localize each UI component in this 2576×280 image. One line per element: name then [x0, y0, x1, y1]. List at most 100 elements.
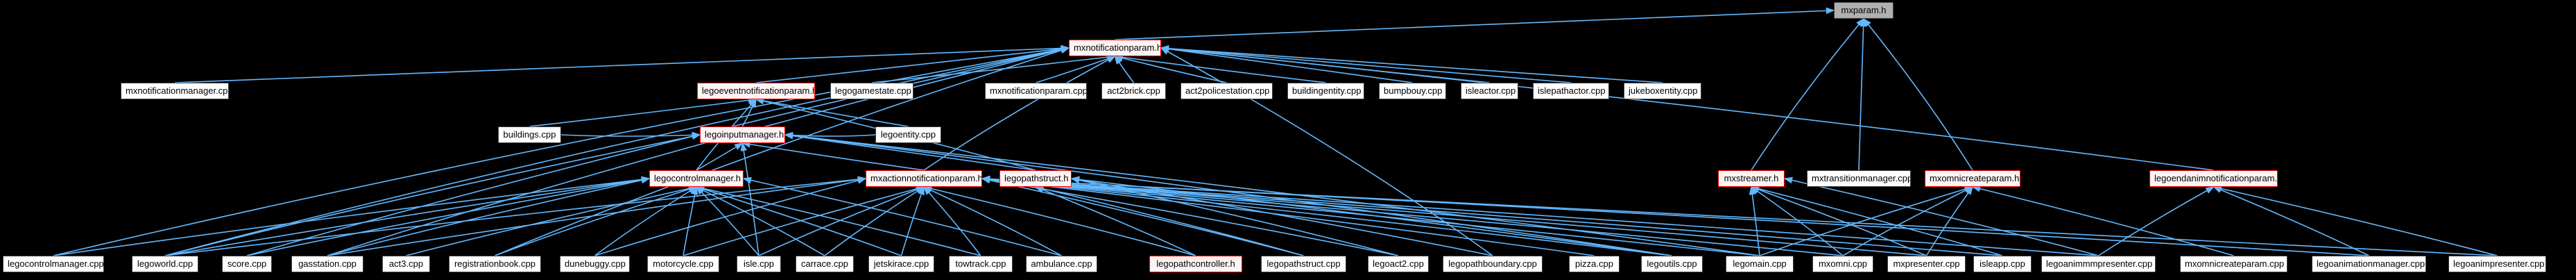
graph-node-gasstation-cpp[interactable]: gasstation.cpp — [291, 256, 363, 272]
graph-node-act3-cpp[interactable]: act3.cpp — [382, 256, 430, 272]
graph-node-mxnotificationparam-h[interactable]: mxnotificationparam.h — [1069, 40, 1161, 56]
graph-edge — [327, 176, 867, 256]
graph-edge — [164, 133, 701, 256]
graph-edge — [164, 176, 867, 256]
graph-edge — [922, 186, 1062, 256]
graph-node-score-cpp[interactable]: score.cpp — [222, 256, 272, 272]
graph-node-legoworld-cpp[interactable]: legoworld.cpp — [132, 256, 198, 272]
graph-edge — [1070, 176, 1672, 256]
graph-node-mxactionnotificationparam-h[interactable]: mxactionnotificationparam.h — [866, 170, 982, 187]
graph-edge — [741, 98, 757, 127]
graph-edge — [327, 47, 1070, 256]
graph-edge — [981, 176, 1844, 256]
graph-node-buildings-cpp[interactable]: buildings.cpp — [498, 126, 561, 143]
graph-edge — [1842, 186, 1974, 256]
graph-edge — [1160, 45, 2214, 171]
graph-edge — [922, 185, 1196, 256]
graph-edge — [1070, 176, 1493, 256]
graph-node-legopathboundary-cpp[interactable]: legopathboundary.cpp — [1443, 256, 1543, 272]
graph-edge — [1783, 176, 2099, 256]
graph-node-legoendanimnotificationparam-h[interactable]: legoendanimnotificationparam.h — [2149, 170, 2278, 187]
graph-edge — [1749, 186, 1760, 256]
graph-node-mxomni-cpp[interactable]: mxomni.cpp — [1812, 256, 1873, 272]
graph-node-registrationbook-cpp[interactable]: registrationbook.cpp — [449, 256, 541, 272]
graph-node-carrace-cpp[interactable]: carrace.cpp — [796, 256, 854, 272]
graph-edge — [981, 175, 2099, 256]
graph-node-isleactor-cpp[interactable]: isleactor.cpp — [1461, 83, 1518, 99]
graph-edge — [594, 177, 867, 256]
graph-edge — [594, 186, 698, 256]
graph-edge — [981, 176, 1760, 256]
graph-node-buildingentity-cpp[interactable]: buildingentity.cpp — [1287, 83, 1364, 99]
graph-node-jukeboxentity-cpp[interactable]: jukeboxentity.cpp — [1624, 83, 1701, 99]
graph-edge — [981, 176, 1927, 256]
graph-node-legoinputmanager-h[interactable]: legoinputmanager.h — [700, 126, 785, 143]
graph-edge — [1925, 186, 1973, 256]
graph-edge — [695, 185, 981, 256]
graph-node-legoutils-cpp[interactable]: legoutils.cpp — [1641, 256, 1703, 272]
graph-edge — [1862, 17, 1973, 171]
graph-node-legoentity-cpp[interactable]: legoentity.cpp — [875, 126, 941, 143]
graph-node-legoanimationmanager-cpp[interactable]: legoanimationmanager.cpp — [2312, 256, 2426, 272]
graph-node-mxpresenter-cpp[interactable]: mxpresenter.cpp — [1887, 256, 1966, 272]
graph-edge — [682, 186, 925, 256]
graph-edge — [2098, 186, 2215, 256]
graph-edge — [406, 185, 698, 256]
graph-node-legopathstruct-h[interactable]: legopathstruct.h — [999, 170, 1072, 187]
graph-node-mxnotificationmanager-cpp[interactable]: mxnotificationmanager.cpp — [121, 83, 229, 99]
graph-edge — [1971, 186, 2234, 256]
graph-edge — [755, 45, 1070, 83]
graph-node-towtrack-cpp[interactable]: towtrack.cpp — [949, 256, 1013, 272]
graph-node-legocontrolmanager-h[interactable]: legocontrolmanager.h — [649, 170, 744, 187]
graph-edge — [1034, 185, 1304, 256]
graph-node-mxomnicreateparam-h[interactable]: mxomnicreateparam.h — [1925, 170, 2020, 187]
graph-node-isleapp-cpp[interactable]: isleapp.cpp — [1973, 256, 2032, 272]
graph-node-mxparam-h[interactable]: mxparam.h — [1834, 2, 1894, 19]
graph-edge — [695, 186, 759, 256]
graph-node-motorcycle-cpp[interactable]: motorcycle.cpp — [647, 256, 719, 272]
graph-edge — [1160, 44, 1663, 83]
graph-node-legopathcontroller-h[interactable]: legopathcontroller.h — [1149, 256, 1242, 272]
graph-edge — [741, 140, 925, 171]
graph-node-legoeventnotificationparam-h[interactable]: legoeventnotificationparam.h — [697, 83, 815, 99]
graph-node-ambulance-cpp[interactable]: ambulance.cpp — [1026, 256, 1097, 272]
graph-edge — [695, 186, 902, 256]
graph-edge — [981, 176, 1672, 256]
graph-node-legoanimpresenter-cpp[interactable]: legoanimpresenter.cpp — [2448, 256, 2546, 272]
graph-node-legogamestate-cpp[interactable]: legogamestate.cpp — [830, 83, 913, 99]
graph-node-islepathactor-cpp[interactable]: islepathactor.cpp — [1533, 83, 1609, 99]
graph-edge — [981, 175, 2498, 256]
graph-edge — [2212, 185, 2498, 256]
graph-node-bumpbouy-cpp[interactable]: bumpbouy.cpp — [1379, 83, 1446, 99]
graph-edge — [784, 132, 1760, 256]
graph-node-legoanimmmpresenter-cpp[interactable]: legoanimmmpresenter.cpp — [2041, 256, 2156, 272]
graph-edge — [1070, 176, 1399, 256]
graph-node-act2policestation-cpp[interactable]: act2policestation.cpp — [1180, 83, 1273, 99]
graph-edge — [529, 97, 757, 127]
graph-node-legoact2-cpp[interactable]: legoact2.cpp — [1368, 256, 1429, 272]
graph-edge — [981, 175, 2369, 256]
graph-node-mxomnicreateparam-cpp[interactable]: mxomnicreateparam.cpp — [2180, 256, 2287, 272]
graph-edge — [1160, 45, 1572, 83]
graph-node-mxnotificationparam-cpp[interactable]: mxnotificationparam.cpp — [985, 83, 1087, 99]
graph-node-legomain-cpp[interactable]: legomain.cpp — [1726, 256, 1794, 272]
graph-edge — [1751, 17, 1865, 171]
graph-node-act2brick-cpp[interactable]: act2brick.cpp — [1101, 83, 1166, 99]
graph-edge — [742, 176, 1062, 256]
graph-edge — [2213, 186, 2369, 256]
graph-edge — [164, 176, 651, 256]
graph-node-mxstreamer-h[interactable]: mxstreamer.h — [1718, 170, 1785, 187]
graph-edge — [682, 186, 698, 256]
graph-edge — [174, 44, 1070, 83]
graph-node-mxtransitionmanager-cpp[interactable]: mxtransitionmanager.cpp — [1807, 170, 1911, 187]
graph-node-legocontrolmanager-cpp[interactable]: legocontrolmanager.cpp — [3, 256, 104, 272]
graph-edge — [871, 53, 1117, 83]
graph-node-isle-cpp[interactable]: isle.cpp — [737, 256, 781, 272]
graph-node-jetskirace-cpp[interactable]: jetskirace.cpp — [868, 256, 934, 272]
graph-edge — [1750, 186, 2003, 256]
graph-node-legopathstruct-cpp[interactable]: legopathstruct.cpp — [1261, 256, 1346, 272]
graph-edge — [824, 186, 925, 256]
graph-node-dunebuggy-cpp[interactable]: dunebuggy.cpp — [560, 256, 630, 272]
graph-node-pizza-cpp[interactable]: pizza.cpp — [1569, 256, 1620, 272]
